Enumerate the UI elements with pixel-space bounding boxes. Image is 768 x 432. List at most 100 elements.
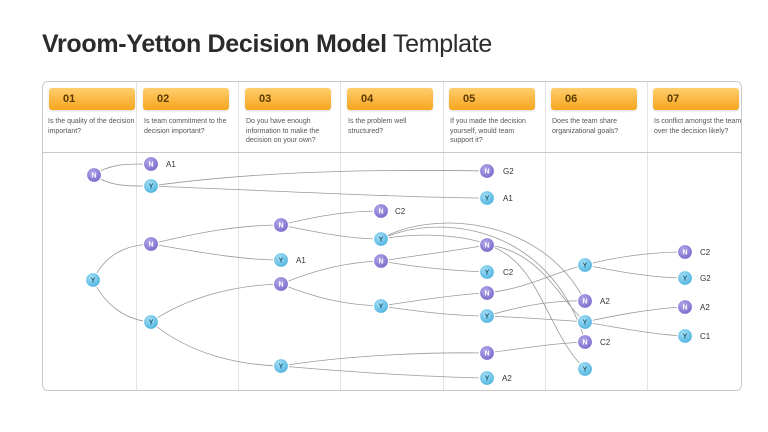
node-yes: Y (142, 177, 160, 195)
node-no: N (272, 275, 290, 293)
node-no: N (576, 292, 594, 310)
node-no: N (142, 155, 160, 173)
node-yes: Y (142, 313, 160, 331)
svg-text:N: N (582, 299, 587, 306)
column-divider (136, 82, 137, 390)
node-yes: Y (478, 189, 496, 207)
node-no: N (676, 243, 694, 261)
svg-text:N: N (378, 209, 383, 216)
node-yes: Y (84, 271, 102, 289)
node-no: N (372, 252, 390, 270)
decision-table: 01 02 03 04 05 06 07 Is the quality of t… (42, 81, 742, 391)
column-divider (238, 82, 239, 390)
step-question-05: If you made the decision yourself, would… (450, 118, 526, 144)
outcome-label: G2 (503, 167, 514, 176)
outcome-label: C1 (700, 332, 711, 341)
node-yes: Y (576, 313, 594, 331)
svg-text:N: N (378, 259, 383, 266)
node-no: N (372, 202, 390, 220)
step-question-06: Does the team share organizational goals… (552, 118, 619, 135)
svg-text:N: N (582, 340, 587, 347)
svg-text:N: N (91, 173, 96, 180)
node-yes: Y (478, 369, 496, 387)
step-badge-03: 03 (245, 88, 331, 110)
node-yes: Y (478, 307, 496, 325)
outcome-label: A1 (503, 194, 513, 203)
svg-text:Y: Y (91, 278, 96, 285)
node-yes: Y (676, 269, 694, 287)
svg-text:N: N (484, 351, 489, 358)
outcome-label: C2 (700, 248, 711, 257)
outcome-label: G2 (700, 274, 711, 283)
step-question-02: Is team commitment to the decision impor… (144, 118, 227, 135)
svg-text:Y: Y (279, 258, 284, 265)
svg-text:Y: Y (149, 320, 154, 327)
svg-text:Y: Y (583, 367, 588, 374)
node-no: N (576, 333, 594, 351)
outcome-label: A2 (502, 374, 512, 383)
svg-text:Y: Y (485, 314, 490, 321)
node-no: N (676, 298, 694, 316)
tree-nodes: N Y N Y N Y N Y N Y N Y N Y N Y N Y N Y … (84, 155, 694, 387)
outcome-labels: A1 G2 A1 C2 A1 C2 A2 C2 A2 C2 G2 A2 C1 (166, 160, 711, 383)
page-title: Vroom-Yetton Decision Model Template (42, 30, 492, 59)
svg-text:Y: Y (583, 320, 588, 327)
step-question-04: Is the problem well structured? (348, 118, 407, 135)
svg-text:Y: Y (583, 263, 588, 270)
column-divider (647, 82, 648, 390)
svg-text:N: N (682, 305, 687, 312)
svg-text:Y: Y (485, 376, 490, 383)
outcome-label: C2 (503, 268, 514, 277)
step-badge-05: 05 (449, 88, 535, 110)
node-no: N (478, 162, 496, 180)
svg-text:Y: Y (683, 276, 688, 283)
node-no: N (478, 284, 496, 302)
node-yes: Y (576, 360, 594, 378)
svg-text:N: N (484, 169, 489, 176)
node-yes: Y (272, 357, 290, 375)
svg-text:Y: Y (279, 364, 284, 371)
step-question-07: Is conflict amongst the team over the de… (654, 118, 742, 135)
node-no: N (478, 236, 496, 254)
step-question-03: Do you have enough information to make t… (246, 118, 320, 144)
node-yes: Y (372, 230, 390, 248)
outcome-label: C2 (600, 338, 611, 347)
step-badge-06: 06 (551, 88, 637, 110)
step-badge-04: 04 (347, 88, 433, 110)
svg-text:N: N (148, 242, 153, 249)
outcome-label: A1 (296, 256, 306, 265)
svg-text:Y: Y (149, 184, 154, 191)
tree-connectors (92, 163, 686, 379)
column-divider (545, 82, 546, 390)
step-badge-07: 07 (653, 88, 739, 110)
svg-text:N: N (484, 243, 489, 250)
node-no: N (142, 235, 160, 253)
node-yes: Y (676, 327, 694, 345)
outcome-label: C2 (395, 207, 406, 216)
node-no: N (272, 216, 290, 234)
svg-text:Y: Y (485, 270, 490, 277)
svg-text:N: N (148, 162, 153, 169)
step-badge-01: 01 (49, 88, 135, 110)
node-no: N (478, 344, 496, 362)
svg-text:Y: Y (485, 196, 490, 203)
svg-text:N: N (278, 223, 283, 230)
svg-text:N: N (278, 282, 283, 289)
header-divider (43, 152, 741, 153)
outcome-label: A2 (600, 297, 610, 306)
step-question-01: Is the quality of the decision important… (48, 118, 135, 135)
outcome-label: A2 (700, 303, 710, 312)
svg-text:N: N (682, 250, 687, 257)
node-yes: Y (576, 256, 594, 274)
node-yes: Y (372, 297, 390, 315)
step-badge-02: 02 (143, 88, 229, 110)
svg-text:Y: Y (379, 304, 384, 311)
node-no: N (85, 166, 103, 184)
node-yes: Y (272, 251, 290, 269)
title-light: Template (392, 30, 492, 58)
node-yes: Y (478, 263, 496, 281)
svg-text:Y: Y (683, 334, 688, 341)
outcome-label: A1 (166, 160, 176, 169)
svg-text:Y: Y (379, 237, 384, 244)
